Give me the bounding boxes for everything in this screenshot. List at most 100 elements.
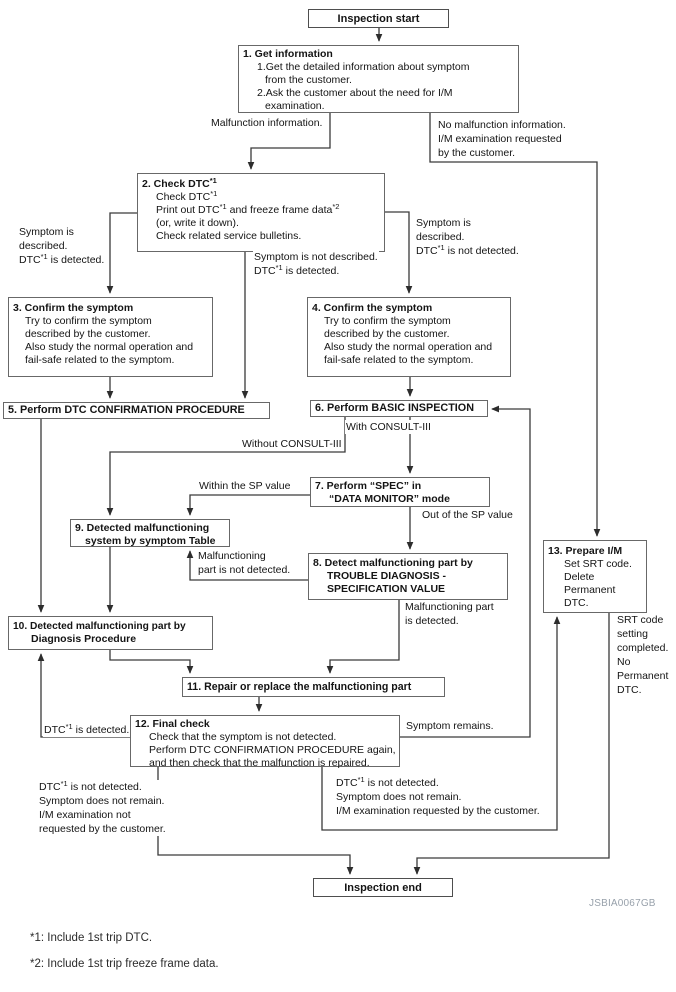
connector-12-to-end-left [157,767,354,875]
label-line: DTC. [617,684,642,696]
label-line: Malfunctioning part [405,601,494,613]
step-line: 2.Ask the customer about the need for I/… [257,87,453,99]
edge-label-malfunction-info: Malfunction information. [210,116,324,130]
step-title: 2. Check DTC*1 [142,176,217,190]
label-line: SRT code [617,614,664,626]
label-line: DTC*1 is detected. [254,263,340,277]
step-line: described by the customer. [25,328,151,340]
footnote-1: *1: Include 1st trip DTC. [30,932,153,944]
step-title: 7. Perform “SPEC” in [315,480,422,492]
step-line: DTC. [564,597,589,609]
inspection-end-node: Inspection end [313,878,453,897]
step-line: Set SRT code. [564,558,632,570]
inspection-start-node: Inspection start [308,9,449,28]
label-line: Malfunctioning [198,550,266,562]
connector-8-to-11 [326,600,400,674]
label-line: DTC*1 is not detected. [39,779,142,793]
connector-12-to-13 [321,616,561,831]
edge-label-dtc-detected: DTC*1 is detected. [43,722,131,737]
edge-label-srt-code: SRT code setting completed. No Permanent… [616,613,670,697]
step-title: 8. Detect malfunctioning part by [313,557,473,569]
step-title: 4. Confirm the symptom [312,302,433,314]
connector-12-to-10-dtc-detected [37,653,130,738]
connector-12-to-6-symptom-remains [400,405,531,738]
step-title: 9. Detected malfunctioning [75,522,210,534]
label-line: Symptom is [416,217,471,229]
step-4-confirm-symptom-box: 4. Confirm the symptom Try to confirm th… [307,297,511,377]
edge-label-no-malfunction-info: No malfunction information. I/M examinat… [437,118,567,160]
label-line: DTC*1 is not detected. [416,243,519,257]
step-10-diagnosis-procedure-box: 10. Detected malfunctioning part by Diag… [8,616,213,650]
label-line: No malfunction information. [438,119,566,131]
label-line: described. [19,240,68,252]
edge-label-without-consult: Without CONSULT-III [241,437,343,451]
step-line: Check that the symptom is not detected. [149,731,337,743]
step-line: described by the customer. [324,328,450,340]
step-title: 10. Detected malfunctioning part by [13,621,186,632]
edge-label-end-right: DTC*1 is not detected. Symptom does not … [335,776,541,818]
edge-label-part-detected: Malfunctioning part is detected. [404,600,495,628]
step-title: 1. Get information [243,48,333,60]
edge-label-with-consult: With CONSULT-III [345,420,432,434]
edge-label-part-not-detected: Malfunctioning part is not detected. [197,549,292,577]
label-line: requested by the customer. [39,823,166,835]
step-title: 5. Perform DTC CONFIRMATION PROCEDURE [8,404,245,416]
step-13-prepare-im-box: 13. Prepare I/M Set SRT code. Delete Per… [543,540,647,613]
edge-label-symptom-described-dtc-detected: Symptom is described. DTC*1 is detected. [18,225,106,267]
step-line: fail-safe related to the symptom. [25,354,175,366]
step-6-basic-inspection-box: 6. Perform BASIC INSPECTION [310,400,488,417]
inspection-end-label: Inspection end [344,881,422,894]
edge-label-out-of-sp-value: Out of the SP value [421,508,514,522]
step-line: Perform DTC CONFIRMATION PROCEDURE again… [149,744,396,756]
edge-label-end-left: DTC*1 is not detected. Symptom does not … [38,780,167,836]
step-line: SPECIFICATION VALUE [327,583,446,595]
step-line: Try to confirm the symptom [25,315,152,327]
step-line: examination. [265,100,325,112]
step-line: Check DTC*1 [156,189,218,203]
label-line: No [617,656,631,668]
connector-8-to-9-not-detected [186,550,308,581]
edge-label-symptom-remains: Symptom remains. [405,719,495,733]
label-line: DTC*1 is not detected. [336,775,439,789]
label-line: is detected. [405,615,459,627]
label-line: completed. [617,642,669,654]
label-line: I/M examination not [39,809,131,821]
step-line: (or, write it down). [156,217,239,229]
step-line: “DATA MONITOR” mode [329,493,450,505]
connector-7-to-9-within-sp [186,494,310,516]
inspection-start-label: Inspection start [337,12,420,25]
step-line: system by symptom Table [85,535,216,547]
step-line: Also study the normal operation and [25,341,194,353]
step-9-symptom-table-box: 9. Detected malfunctioning system by sym… [70,519,230,547]
step-7-perform-spec-box: 7. Perform “SPEC” in “DATA MONITOR” mode [310,477,490,507]
step-line: fail-safe related to the symptom. [324,354,474,366]
label-line: Symptom is not described. [254,251,378,263]
step-line: Also study the normal operation and [324,341,493,353]
connector-1-to-13 [429,113,601,537]
label-line: DTC*1 is detected. [19,252,105,266]
step-line: Check related service bulletins. [156,230,302,242]
step-title: 13. Prepare I/M [548,545,623,557]
connector-13-to-end [413,613,610,875]
label-line: setting [617,628,648,640]
label-line: by the customer. [438,147,516,159]
step-line: from the customer. [265,74,352,86]
step-line: Diagnosis Procedure [31,633,137,645]
label-line: described. [416,231,465,243]
step-8-detect-part-box: 8. Detect malfunctioning part by TROUBLE… [308,553,508,600]
step-title: 3. Confirm the symptom [13,302,134,314]
step-line: Print out DTC*1 and freeze frame data*2 [156,202,340,216]
label-line: I/M examination requested by the custome… [336,805,540,817]
edge-label-within-sp-value: Within the SP value [198,479,292,493]
label-line: Symptom does not remain. [39,795,165,807]
connector-2-to-4 [385,211,413,294]
connector-10-to-11 [109,650,194,674]
connector-1-to-2 [247,113,331,170]
footnote-2: *2: Include 1st trip freeze frame data. [30,958,219,970]
edge-label-symptom-not-described: Symptom is not described. DTC*1 is detec… [253,250,379,278]
edge-label-symptom-described-dtc-not-detected: Symptom is described. DTC*1 is not detec… [415,216,520,258]
step-5-dtc-confirmation-box: 5. Perform DTC CONFIRMATION PROCEDURE [3,402,270,419]
label-line: I/M examination requested [438,133,562,145]
